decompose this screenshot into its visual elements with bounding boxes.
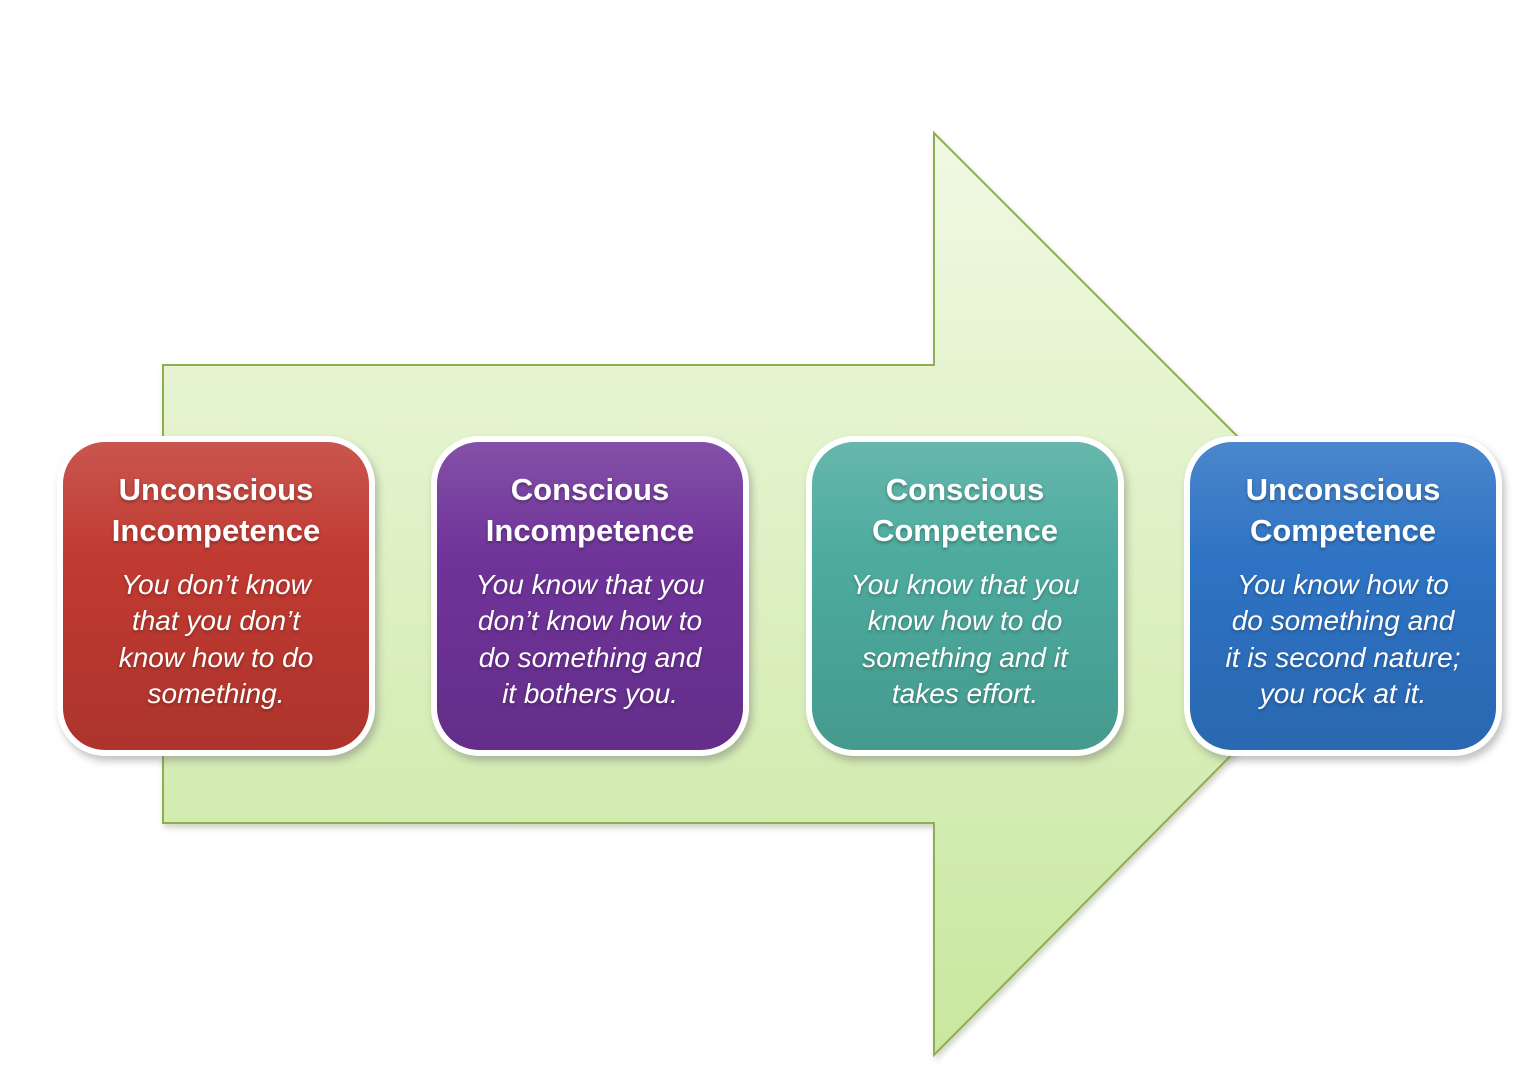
stage-box-unconscious-incompetence: Unconscious Incompetence You don’t know … [57,436,375,756]
stage-title: Conscious Incompetence [485,472,695,548]
stage-description: You know how to do something and it is s… [1225,568,1461,709]
stage-box-conscious-incompetence: Conscious Incompetence You know that you… [431,436,749,756]
stage-box-conscious-competence: Conscious Competence You know that you k… [806,436,1124,756]
stage-title: Unconscious Incompetence [111,472,321,548]
stage-box-unconscious-competence: Unconscious Competence You know how to d… [1184,436,1502,756]
right-arrow-shape [162,130,1395,1058]
stage-description: You know that you know how to do somethi… [850,568,1080,709]
stage-title: Conscious Competence [871,472,1059,548]
stage-title: Unconscious Competence [1245,472,1441,548]
stage-description: You don’t know that you don’t know how t… [118,568,314,709]
stage-description: You know that you don’t know how to do s… [475,568,705,709]
